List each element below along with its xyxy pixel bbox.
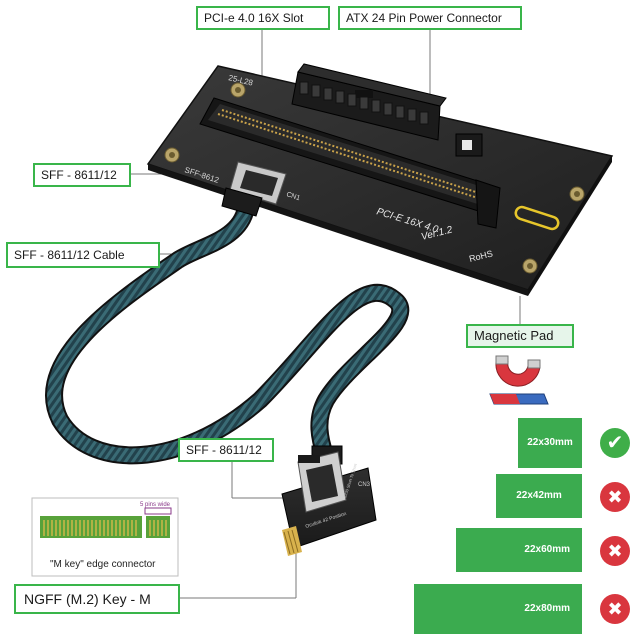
riser-board: 25-L28 SFF-8612 CN1 PCI-E 16X 4.0 Ver:1.… [146,63,614,296]
size-label: 22x60mm [524,544,570,555]
magnet-icon [495,355,541,387]
mkey-caption: "M key" edge connector [50,559,156,570]
pcie-slot [199,97,501,229]
mkey-pins-note: 5 pins wide [140,502,171,508]
size-card: 22x60mm [456,528,582,572]
cross-icon: ✖ [600,482,630,512]
m2-cn-silk: CN3 [358,482,371,488]
size-card: 22x80mm [414,584,582,634]
magnetic-pad-icon [489,393,549,405]
size-card: 22x30mm [518,418,582,468]
size-label: 22x30mm [527,437,573,448]
m2-adapter: Oculink 42 Position 2230 Short To Short … [281,451,377,556]
power-switch [455,133,483,157]
mkey-inset: 5 pins wide "M key" edge connector [31,497,179,577]
callout-atx-power: ATX 24 Pin Power Connector [338,6,522,30]
mounting-screw [164,82,585,274]
size-compatibility-list: 22x30mm ✔ 22x42mm ✖ 22x60mm ✖ 22x80mm ✖ [400,410,640,644]
size-label: 22x80mm [524,603,570,614]
callout-sff-cable: SFF - 8611/12 Cable [6,242,160,268]
cross-icon: ✖ [600,536,630,566]
atx-connector [291,63,447,141]
size-label: 22x42mm [516,490,562,501]
callout-pcie-slot: PCI-e 4.0 16X Slot [196,6,330,30]
sff-cable [45,187,410,465]
callout-ngff: NGFF (M.2) Key - M [14,584,180,614]
callout-sff-top: SFF - 8611/12 [33,163,131,187]
cross-icon: ✖ [600,594,630,624]
board-cn-silk: CN1 [285,191,301,202]
magnet-outline [514,205,560,231]
callout-magnetic-pad: Magnetic Pad [466,324,574,348]
size-card: 22x42mm [496,474,582,518]
callout-sff-bottom: SFF - 8611/12 [178,438,274,462]
check-icon: ✔ [600,428,630,458]
